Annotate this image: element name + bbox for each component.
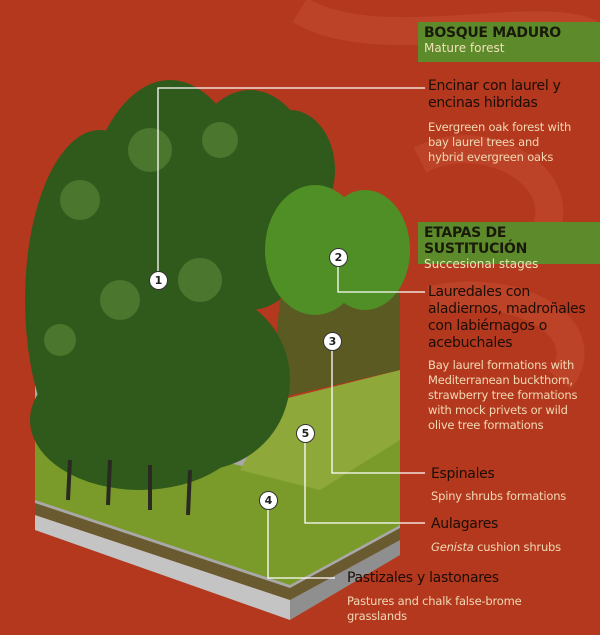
header-subtitle: Mature forest (424, 41, 505, 55)
marker-5: 5 (296, 424, 315, 443)
marker-3: 3 (323, 332, 342, 351)
marker-2: 2 (329, 248, 348, 267)
desc-4-line: grasslands (347, 609, 407, 623)
header-title: BOSQUE MADURO (424, 25, 561, 41)
desc-1-line: Evergreen oak forest with (428, 120, 572, 134)
section2-title: ETAPAS DE SUSTITUCIÓN (424, 225, 528, 257)
label-1-line1: Encinar con laurel y (428, 78, 561, 94)
desc-4-line: Pastures and chalk false-brome (347, 594, 522, 608)
desc-2: Bay laurel formations with Mediterranean… (428, 358, 577, 433)
forest-highlights (44, 122, 238, 356)
slab-front (35, 515, 290, 620)
desc-1: Evergreen oak forest with bay laurel tre… (428, 120, 571, 165)
leader-lines (157, 87, 425, 579)
label-5: Aulagares (431, 516, 499, 532)
successional-stage (265, 185, 410, 315)
desc-2-line: Bay laurel formations with (428, 358, 575, 372)
label-2-line: con labiérnagos o (428, 318, 548, 334)
desc-1-line: hybrid evergreen oaks (428, 150, 554, 164)
tree-trunks (66, 459, 192, 516)
marker-1: 1 (149, 271, 168, 290)
desc-2-line: strawberry tree formations (428, 388, 578, 402)
desc-2-line: Mediterranean buckthorn, (428, 373, 573, 387)
label-2-line: acebuchales (428, 335, 513, 351)
desc-5-rest: cushion shrubs (473, 540, 561, 554)
label-4: Pastizales y lastonares (347, 570, 499, 586)
mature-forest-header: BOSQUE MADURO Mature forest (418, 22, 600, 62)
label-2-line: Lauredales con (428, 284, 530, 300)
desc-2-line: with mock privets or wild (428, 403, 568, 417)
section2-subtitle: Succesional stages (424, 257, 539, 271)
desc-5-italic: Genista (431, 540, 474, 554)
label-2: Lauredales con aladiernos, madroñales co… (428, 284, 586, 352)
desc-4: Pastures and chalk false-brome grassland… (347, 594, 522, 624)
marker-4: 4 (259, 491, 278, 510)
label-2-line: aladiernos, madroñales (428, 301, 586, 317)
desc-1-line: bay laurel trees and (428, 135, 540, 149)
slab-side (290, 540, 400, 620)
successional-header: ETAPAS DE SUSTITUCIÓN Succesional stages (418, 222, 600, 271)
label-1-line2: encinas hibridas (428, 95, 538, 111)
desc-5: Genista cushion shrubs (431, 540, 561, 555)
desc-3: Spiny shrubs formations (431, 489, 567, 503)
desc-2-line: olive tree formations (428, 418, 544, 432)
label-3: Espinales (431, 466, 495, 482)
label-1: Encinar con laurel y encinas hibridas (428, 78, 561, 112)
